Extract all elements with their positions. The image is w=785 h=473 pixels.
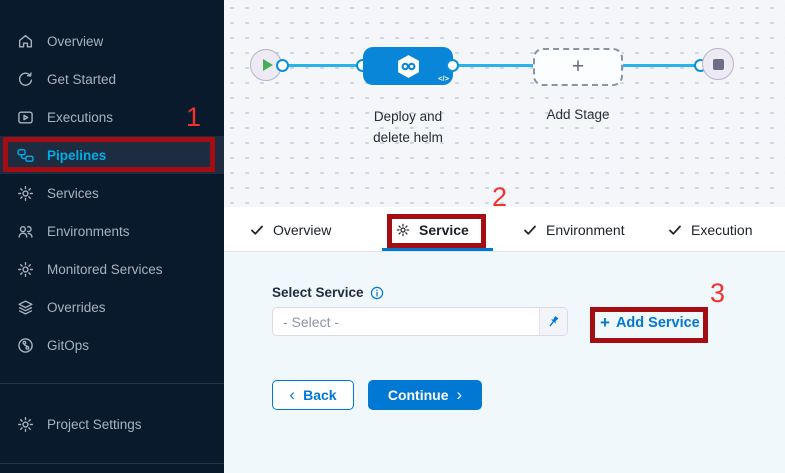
sidebar-item-get-started[interactable]: Get Started — [0, 60, 224, 98]
sidebar-item-environments[interactable]: Environments — [0, 212, 224, 250]
select-service-label-row: Select Service — [272, 285, 384, 300]
service-form: Select Service - Select - + Add Service … — [224, 252, 785, 473]
sidebar-item-project-settings[interactable]: Project Settings — [0, 405, 224, 443]
sidebar-item-label: Environments — [47, 223, 130, 239]
sidebar-item-executions[interactable]: Executions — [0, 98, 224, 136]
info-icon[interactable] — [370, 286, 384, 300]
home-icon — [17, 33, 34, 50]
pin-toggle[interactable] — [539, 308, 567, 335]
check-icon — [668, 223, 682, 237]
add-service-button[interactable]: + Add Service — [600, 314, 700, 331]
plus-icon: + — [600, 313, 610, 332]
add-service-label: Add Service — [615, 314, 700, 331]
tab-execution[interactable]: Execution — [668, 207, 752, 252]
sidebar: Overview Get Started Executions Pipeline… — [0, 0, 224, 473]
gear-icon — [17, 185, 34, 202]
continue-button[interactable]: Continue › — [368, 380, 482, 410]
gear-pulse-icon — [17, 261, 34, 278]
pipeline-end-node — [702, 48, 734, 80]
stage-tab-bar: Overview Service Environment Execution — [224, 207, 785, 252]
gear-icon — [17, 416, 34, 433]
sidebar-item-monitored-services[interactable]: Monitored Services — [0, 250, 224, 288]
sidebar-divider — [0, 383, 224, 384]
play-icon — [262, 59, 273, 71]
sidebar-item-label: Overview — [47, 33, 104, 49]
gear-icon — [396, 223, 410, 237]
service-select[interactable]: - Select - — [272, 307, 568, 336]
sidebar-item-overview[interactable]: Overview — [0, 22, 224, 60]
layers-icon — [17, 299, 34, 316]
chevron-left-icon: ‹ — [289, 384, 296, 404]
cd-hexagon-icon — [395, 53, 422, 80]
back-label: Back — [303, 387, 337, 403]
group-icon — [17, 223, 34, 240]
add-stage-button[interactable]: + — [533, 48, 623, 86]
stage-label: Deploy and delete helm — [373, 109, 443, 145]
tab-label: Environment — [546, 221, 625, 238]
annotation-number-2: 2 — [492, 182, 508, 212]
pipeline-connector-line — [282, 64, 364, 67]
annotation-number-3: 3 — [710, 278, 726, 308]
sidebar-item-label: Get Started — [47, 71, 117, 87]
sidebar-item-label: Pipelines — [47, 147, 107, 163]
sidebar-nav: Overview Get Started Executions Pipeline… — [0, 0, 224, 364]
tab-overview[interactable]: Overview — [250, 207, 331, 252]
sidebar-item-label: Executions — [47, 109, 114, 125]
sidebar-divider — [0, 463, 224, 464]
tab-environment[interactable]: Environment — [523, 207, 625, 252]
form-actions: ‹ Back Continue › — [272, 380, 482, 410]
continue-label: Continue — [387, 387, 449, 403]
tab-label: Overview — [273, 221, 332, 238]
check-icon — [523, 223, 537, 237]
stop-icon — [712, 58, 724, 70]
code-icon: </> — [438, 74, 449, 83]
sidebar-item-pipelines[interactable]: Pipelines — [0, 136, 224, 174]
main-panel: </> + Deploy and delete helm Add Stage 2… — [224, 0, 785, 473]
pipeline-canvas: </> + Deploy and delete helm Add Stage 2 — [224, 0, 785, 211]
select-service-label: Select Service — [272, 285, 364, 300]
check-icon — [250, 223, 264, 237]
sidebar-item-gitops[interactable]: GitOps — [0, 326, 224, 364]
tab-service[interactable]: Service — [396, 207, 469, 252]
sidebar-item-label: Project Settings — [47, 416, 142, 432]
pin-icon — [546, 314, 561, 329]
sidebar-item-label: Services — [47, 185, 99, 201]
sidebar-item-overrides[interactable]: Overrides — [0, 288, 224, 326]
tab-label: Service — [419, 221, 469, 238]
connector-dot — [276, 59, 289, 72]
chevron-right-icon: › — [456, 384, 463, 404]
stage-node-deploy[interactable]: </> — [363, 47, 453, 85]
annotation-number-1: 1 — [186, 102, 202, 132]
active-tab-underline — [382, 248, 493, 251]
add-stage-label: Add Stage — [546, 107, 610, 122]
rocket-launch-icon — [17, 71, 34, 88]
sidebar-item-label: Monitored Services — [47, 261, 163, 277]
plus-icon: + — [571, 55, 585, 78]
pipeline-connector-line — [623, 64, 702, 67]
back-button[interactable]: ‹ Back — [272, 380, 354, 410]
connector-dot — [446, 59, 459, 72]
sidebar-item-label: GitOps — [47, 337, 90, 353]
service-select-value[interactable]: - Select - — [283, 313, 340, 330]
gitops-icon — [17, 337, 34, 354]
pipeline-icon — [17, 147, 34, 164]
sidebar-item-services[interactable]: Services — [0, 174, 224, 212]
pipeline-connector-line — [453, 64, 533, 67]
sidebar-item-label: Overrides — [47, 299, 106, 315]
tab-label: Execution — [691, 221, 753, 238]
play-box-icon — [17, 109, 34, 126]
